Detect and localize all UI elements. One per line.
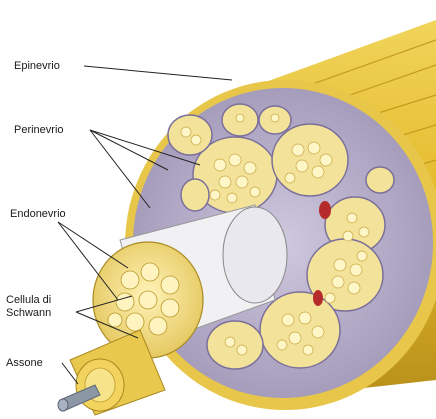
fascicle [260,292,340,368]
fascicle [207,321,263,369]
label-epinevrio: Epinevrio [14,60,60,73]
label-schwann: Schwann [6,307,51,320]
fascicle [181,179,209,211]
label-cellula-di: Cellula di [6,294,51,307]
fascicle [272,124,348,196]
label-perinevrio: Perinevrio [14,124,64,137]
label-endonevrio: Endonevrio [10,208,66,221]
label-assone: Assone [6,357,43,370]
fascicle [366,167,394,193]
